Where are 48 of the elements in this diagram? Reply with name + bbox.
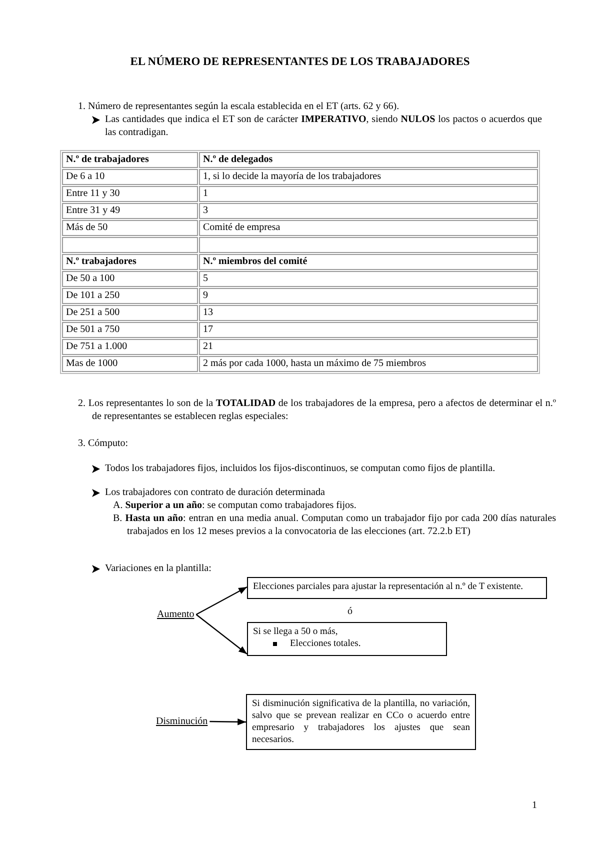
connector-word: ó [346, 605, 354, 618]
table-header: N.º de trabajadores [62, 152, 198, 168]
table-cell: 9 [199, 288, 538, 304]
numbered-item: 3. Cómputo: [78, 437, 130, 450]
table-header: N.º miembros del comité [199, 254, 538, 270]
text-box [247, 577, 547, 599]
bullet-text: Los trabajadores con contrato de duración determinada [105, 486, 326, 499]
table-cell: Entre 31 y 49 [62, 203, 198, 219]
table-cell: Comité de empresa [199, 220, 538, 236]
table-cell: Entre 11 y 30 [62, 186, 198, 202]
bullet-text: Las cantidades que indica el ET son de carácter IMPERATIVO, siendo NULOS los pactos o acuerdos que las contradigan. [105, 113, 542, 139]
page-title: EL NÚMERO DE REPRESENTANTES DE LOS TRABAJADORES [129, 56, 471, 69]
arrow [196, 586, 248, 616]
numbered-item: 2. Los representantes lo son de la TOTALIDAD de los trabajadores de la empresa, pero a afectos de determinar el n.º de representantes se establecen reglas especiales: [78, 397, 556, 423]
table-cell: Más de 50 [62, 220, 198, 236]
table-cell: 13 [199, 305, 538, 321]
text-box [246, 694, 476, 750]
table-cell: De 6 a 10 [62, 169, 198, 185]
numbered-item: 1. Número de representantes según la escala establecida en el ET (arts. 62 y 66). [78, 100, 400, 113]
box-text: Si disminución significativa de la plantilla, no variación, salvo que se prevean realizar en CCo o acuerdo entre empresario y trabajadores los ajustes que sean necesarios. [252, 698, 470, 746]
table-header: N.º de delegados [199, 152, 538, 168]
text-box [247, 622, 447, 656]
page-number: 1 [532, 799, 538, 812]
table-cell: 1, si lo decide la mayoría de los trabajadores [199, 169, 538, 185]
table-cell: 21 [199, 339, 538, 355]
box-text: Elecciones parciales para ajustar la representación al n.º de T existente. [253, 581, 524, 593]
table-cell: 3 [199, 203, 538, 219]
bullet-text: Todos los trabajadores fijos, incluidos los fijos-discontinuos, se computan como fijos de plantilla. [105, 462, 496, 475]
underlined-term: Aumento [157, 608, 194, 621]
arrow [196, 614, 248, 654]
bullet-text: Variaciones en la plantilla: [105, 562, 212, 575]
table-cell: De 101 a 250 [62, 288, 198, 304]
table-cell: Mas de 1000 [62, 356, 198, 372]
box-text: Elecciones totales. [290, 639, 361, 649]
table-cell: 5 [199, 271, 538, 287]
table-cell: 17 [199, 322, 538, 338]
table-cell: De 501 a 750 [62, 322, 198, 338]
table-cell: 2 más por cada 1000, hasta un máximo de 75 miembros [199, 356, 538, 372]
box-text: Si se llega a 50 o más, [253, 626, 339, 638]
table-header: N.º trabajadores [62, 254, 198, 270]
lettered-item: A. Superior a un año: se computan como trabajadores fijos. [113, 499, 358, 512]
arrow [210, 718, 246, 726]
table-cell: 1 [199, 186, 538, 202]
lettered-item: B. Hasta un año: entran en una media anual. Computan como un trabajador fijo por cada 200 días naturales trabajados en los 12 meses previos a la convocatoria de las elecciones (art. 72.2.b ET) [113, 512, 556, 538]
underlined-term: Disminución [156, 715, 208, 728]
table-cell: De 751 a 1.000 [62, 339, 198, 355]
table-cell: De 50 a 100 [62, 271, 198, 287]
table-cell: De 251 a 500 [62, 305, 198, 321]
